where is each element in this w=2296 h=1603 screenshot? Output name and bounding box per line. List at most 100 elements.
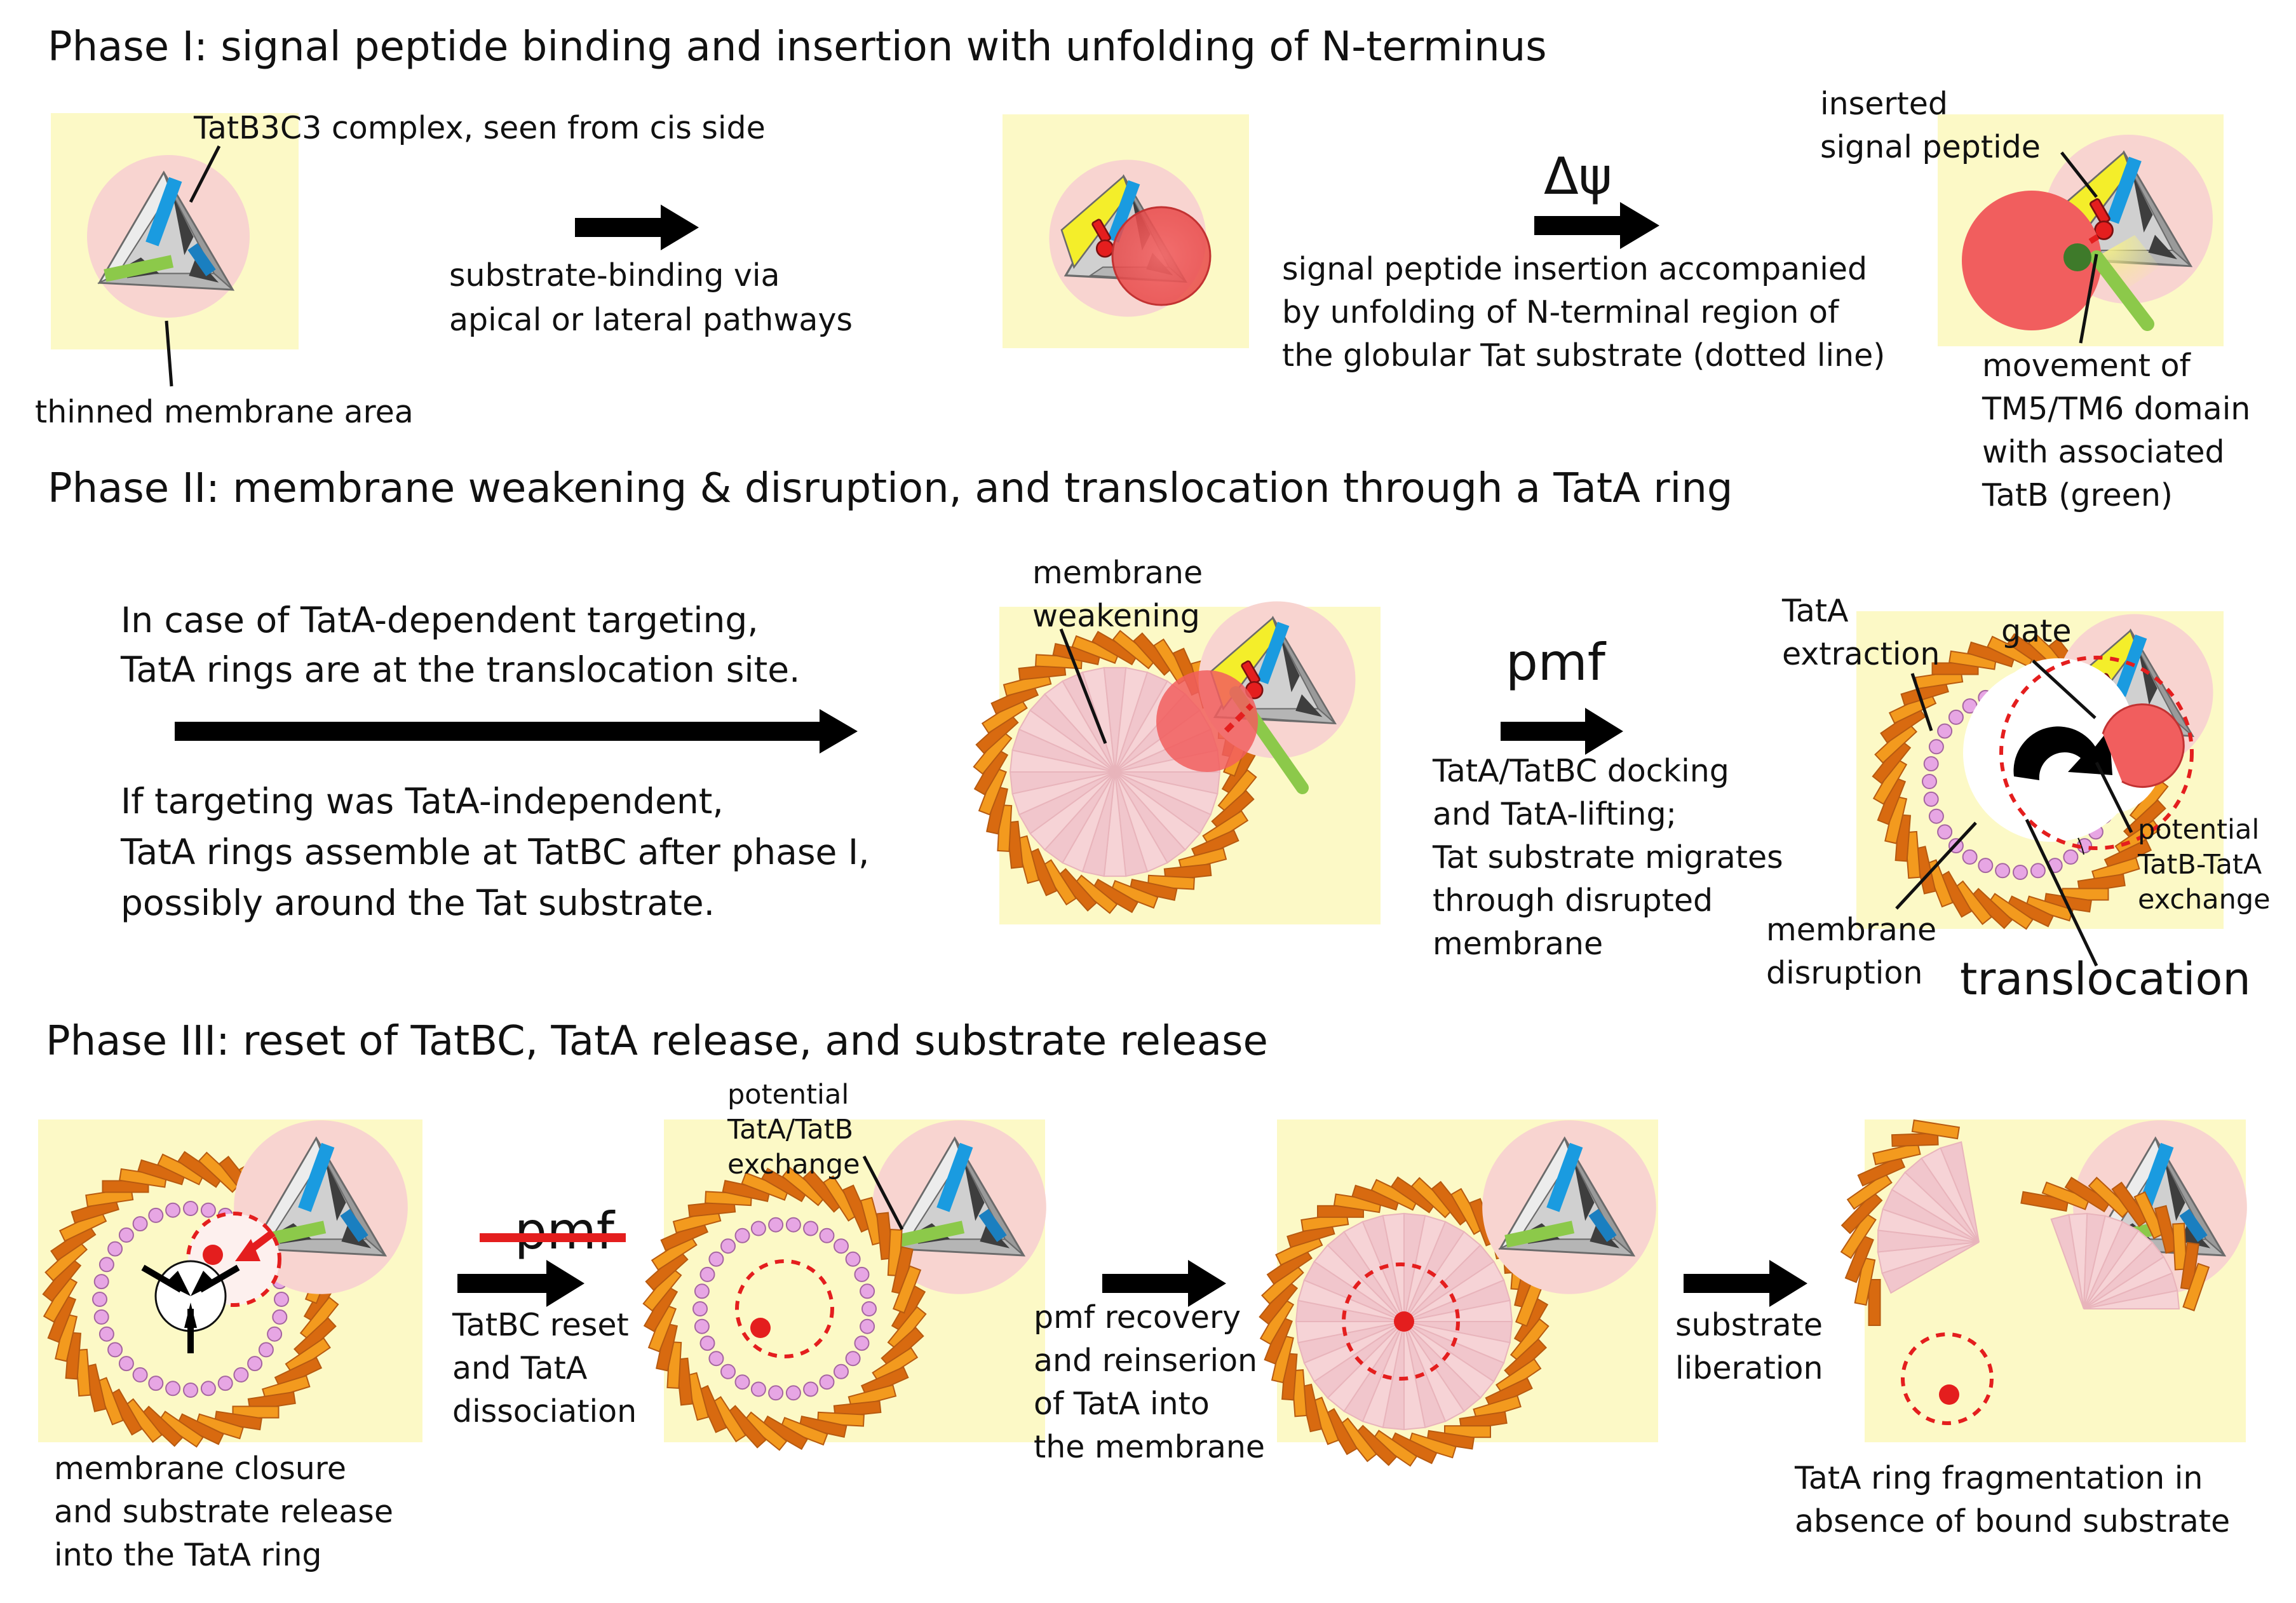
tata-inner-dot xyxy=(694,1283,710,1299)
tata-inner-dot xyxy=(708,1351,724,1367)
tata-inner-dot xyxy=(200,1381,216,1397)
phase2-title: Phase II: membrane weakening & disruptio… xyxy=(48,465,1733,512)
tata-fragment-2 xyxy=(2020,1177,2210,1311)
tata-inner-dot xyxy=(720,1238,736,1254)
fragmentation-text: TatA ring fragmentation in absence of bo… xyxy=(1794,1460,2230,1539)
arrow-binding xyxy=(575,205,699,250)
moved-tatb-end xyxy=(2063,243,2091,271)
tata-inner-dot xyxy=(148,1376,164,1391)
tata-inner-dot xyxy=(148,1207,164,1223)
gate-pointer xyxy=(2032,659,2097,719)
tata-inner-dot xyxy=(803,1381,819,1397)
tata-inner-dot xyxy=(107,1342,123,1358)
tata-inner-dot xyxy=(861,1301,877,1316)
tata-subunit xyxy=(893,1265,922,1314)
substrate-weakening xyxy=(1156,670,1258,772)
substrate-outline-dashed xyxy=(1999,656,2194,850)
tata-inner-dot xyxy=(2030,863,2046,879)
tata-subunit xyxy=(1844,1234,1874,1283)
tata-inner-dot xyxy=(247,1356,263,1372)
tata-inner-dot xyxy=(1995,863,2011,879)
tata-inner-dot xyxy=(118,1227,134,1243)
closure-substrate-dot xyxy=(203,1245,223,1265)
tata-inner-dot xyxy=(93,1309,109,1325)
insertion-text: signal peptide insertion accompanied by … xyxy=(1282,251,1885,374)
tata-inner-dot xyxy=(803,1221,819,1236)
tata-inner-dot xyxy=(258,1342,274,1358)
substrate-translocating xyxy=(2102,703,2185,788)
tata-inner-dot xyxy=(217,1376,233,1391)
liberated-substrate-dot xyxy=(1939,1384,1959,1405)
tata-inner-dot xyxy=(860,1318,875,1334)
arrow-phase2-long xyxy=(175,709,858,754)
complex-label: TatB3C3 complex, seen from cis side xyxy=(193,110,766,146)
delta-psi-label: Δψ xyxy=(1544,147,1612,206)
tata-inner-dot xyxy=(1923,756,1939,772)
tata-inner-dot xyxy=(1978,858,1994,874)
tata-inner-dot xyxy=(92,1292,107,1307)
tata-inner-dot xyxy=(233,1367,249,1383)
substrate-globule-unfolding xyxy=(1962,191,2102,330)
extraction-pointer xyxy=(1910,673,1933,731)
tata-ring-reset xyxy=(642,1167,927,1451)
inserted-text: inserted signal peptide xyxy=(1820,86,2041,165)
tata-inner-dot xyxy=(98,1326,114,1342)
unfolded-n-terminus xyxy=(2088,223,2117,244)
tata-inner-dot xyxy=(1937,723,1953,739)
phase3-title: Phase III: reset of TatBC, TatA release,… xyxy=(46,1018,1268,1065)
tata-inner-dot xyxy=(834,1238,849,1254)
tata-inner-dot xyxy=(183,1201,198,1216)
tata-subunit xyxy=(1846,1172,1893,1210)
closure-red-arrowhead xyxy=(235,1239,260,1261)
closure-arrow-ne xyxy=(191,1271,216,1296)
gate-label: gate xyxy=(2001,613,2072,649)
tata-inner-dot xyxy=(699,1266,715,1282)
arrow-recovery xyxy=(1102,1260,1226,1307)
exchange-text: potential TatB-TatA exchange xyxy=(2137,814,2271,916)
arrow-pmf xyxy=(1501,708,1623,755)
tata-subunit xyxy=(2154,1205,2178,1254)
tata-inner-dot xyxy=(2063,849,2079,865)
tata-inner-dot xyxy=(785,1385,801,1401)
tatab-exchange-pointer xyxy=(862,1155,904,1231)
tata-inner-dot xyxy=(1928,739,1944,755)
tata-inner-dot xyxy=(2013,865,2028,880)
tata-inner-dot xyxy=(750,1381,766,1397)
tatbc-reinsertion-icon xyxy=(1481,1119,1658,1295)
tata-inner-dot xyxy=(819,1374,835,1390)
phase1-title: Phase I: signal peptide binding and inse… xyxy=(48,24,1547,71)
substrate-globule xyxy=(1111,206,1212,306)
extraction-text: TatA extraction xyxy=(1781,593,1940,672)
tata-subunit xyxy=(2020,1191,2069,1212)
weakening-text: membrane weakening xyxy=(1032,555,1213,634)
tata-inner-dot xyxy=(768,1217,784,1233)
closure-shaft-ne xyxy=(198,1264,240,1293)
closure-shaft-nw xyxy=(141,1264,183,1293)
tata-inner-dot xyxy=(1922,774,1937,789)
tata-inner-dot xyxy=(692,1301,708,1316)
binding-text: substrate-binding via apical or lateral … xyxy=(449,257,853,338)
tata-subunit xyxy=(2111,1181,2150,1228)
tatab-exchange-text: potential TatA/TatB exchange xyxy=(727,1079,862,1180)
translocation-arrow-icon xyxy=(2013,726,2112,780)
tata-inner-dot xyxy=(107,1241,123,1257)
moved-tatb-green xyxy=(2090,250,2154,331)
tata-inner-dot xyxy=(694,1318,710,1334)
tata-inner-dot xyxy=(854,1266,870,1282)
tata-inner-dot xyxy=(720,1363,736,1379)
tata-inner-dot xyxy=(93,1274,109,1290)
reinsertion-dashed-circle xyxy=(1342,1262,1460,1381)
tata-inner-dot xyxy=(183,1383,198,1398)
tata-inner-dot xyxy=(272,1309,288,1325)
thinned-membrane-label: thinned membrane area xyxy=(35,394,414,430)
pmf-label: pmf xyxy=(1506,633,1607,692)
membrane-wedge xyxy=(1940,1141,1980,1243)
tata-fragment-1 xyxy=(1840,1119,1980,1326)
tata-subunit xyxy=(2133,1191,2165,1240)
tata-subunit xyxy=(1857,1156,1906,1187)
closure-arrow-nw xyxy=(165,1271,191,1296)
tata-ring-closure xyxy=(42,1151,339,1448)
independent-text: If targeting was TatA-independent, TatA … xyxy=(120,781,881,923)
arrow-liberation xyxy=(1684,1260,1807,1307)
weakening-pointer xyxy=(1059,628,1107,744)
